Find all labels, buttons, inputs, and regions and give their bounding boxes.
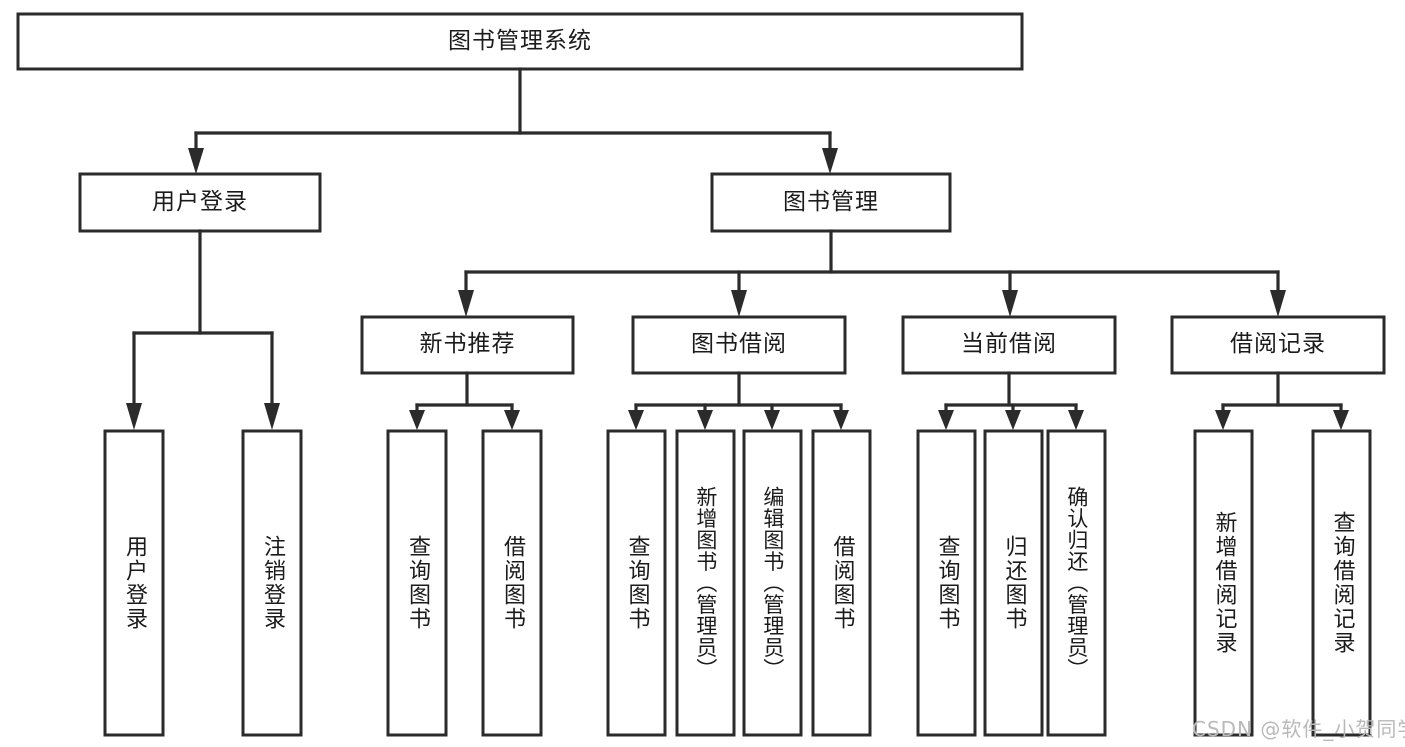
arrow-to-borrow-record	[1270, 290, 1286, 317]
leafbox-return-book[interactable]	[983, 429, 1044, 737]
leafbox-borrow-book-1[interactable]	[481, 429, 543, 737]
node-current-borrow[interactable]	[901, 315, 1117, 375]
leafbox-add-borrow-record[interactable]	[1193, 429, 1254, 737]
arrow-to-book-borrow	[731, 290, 747, 317]
leafbox-add-book[interactable]	[675, 429, 736, 737]
leafbox-user-login[interactable]	[103, 429, 165, 737]
leafbox-query-book-2[interactable]	[606, 429, 667, 737]
arrow-to-book-management	[822, 148, 838, 174]
leafbox-query-borrow-record[interactable]	[1311, 429, 1372, 737]
arrow-to-leaf-edit-book	[764, 410, 780, 430]
arrow-to-leaf-borrow-book-1	[504, 410, 520, 430]
arrow-to-leaf-logout	[264, 403, 280, 430]
arrow-to-leaf-add-book	[697, 410, 713, 430]
csdn-watermark: CSDN @软件_小贺同学	[1192, 717, 1405, 741]
node-book-borrow[interactable]	[631, 315, 847, 375]
leafbox-query-book-1[interactable]	[386, 429, 448, 737]
arrow-to-leaf-confirm-return	[1068, 410, 1084, 430]
leafbox-confirm-return[interactable]	[1046, 429, 1107, 737]
arrow-to-leaf-return-book	[1005, 410, 1021, 430]
node-book-management[interactable]	[710, 172, 952, 233]
node-root-book-management-system[interactable]	[16, 12, 1024, 71]
arrow-to-user-login	[188, 148, 204, 174]
node-new-book-recommend[interactable]	[360, 315, 575, 375]
arrow-to-leaf-query-book-1	[409, 410, 425, 430]
arrow-to-current-borrow	[1002, 290, 1018, 317]
leafbox-borrow-book-2[interactable]	[811, 429, 872, 737]
leafbox-logout[interactable]	[241, 429, 303, 737]
node-user-login[interactable]	[78, 172, 322, 233]
arrow-to-leaf-query-book-3	[938, 410, 954, 430]
arrow-to-leaf-add-borrow-record	[1215, 410, 1231, 430]
arrow-to-leaf-query-book-2	[628, 410, 644, 430]
node-borrow-record[interactable]	[1170, 315, 1386, 375]
leafbox-edit-book[interactable]	[742, 429, 803, 737]
arrow-to-leaf-query-borrow-record	[1333, 410, 1349, 430]
arrow-to-leaf-user-login	[126, 403, 142, 430]
arrow-to-leaf-borrow-book-2	[833, 410, 849, 430]
arrow-to-new-book-recommend	[458, 290, 474, 317]
leafbox-query-book-3[interactable]	[916, 429, 977, 737]
